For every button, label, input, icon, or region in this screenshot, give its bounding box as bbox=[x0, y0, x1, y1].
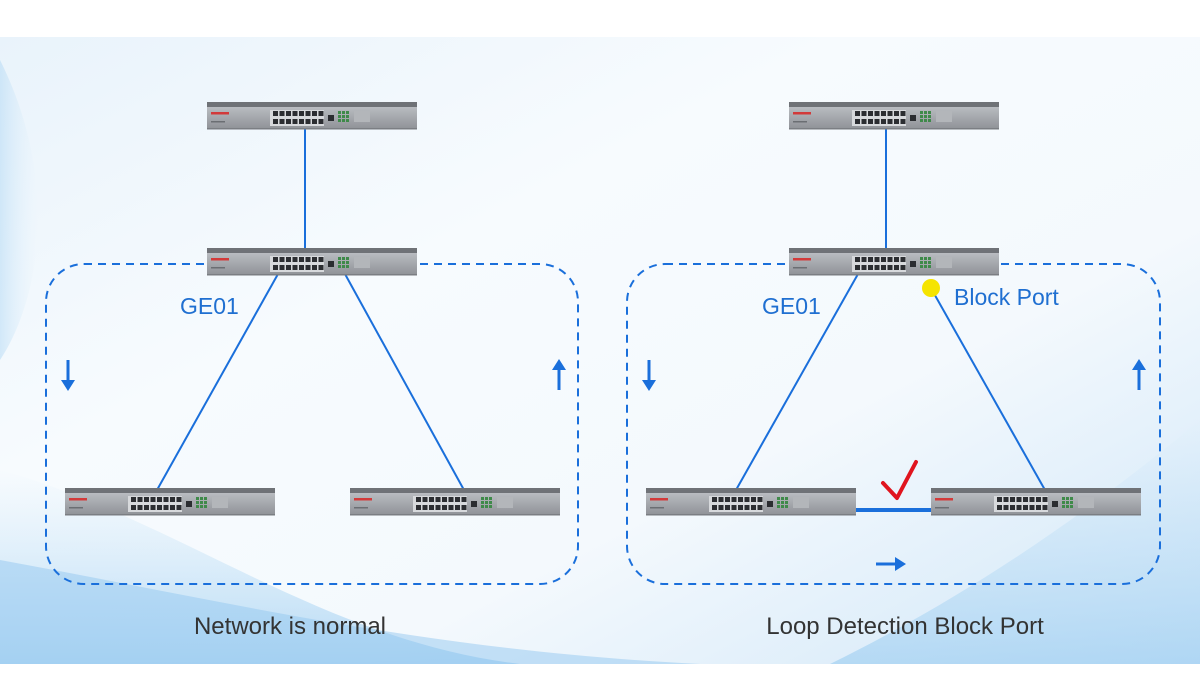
port-label: GE01 bbox=[762, 293, 821, 319]
core-switch bbox=[207, 102, 417, 130]
background-wave bbox=[0, 60, 38, 360]
background-wave bbox=[0, 560, 700, 664]
access-switch-right bbox=[931, 488, 1141, 516]
background-wave bbox=[830, 420, 1200, 664]
access-switch-right bbox=[350, 488, 560, 516]
access-switch-left bbox=[65, 488, 275, 516]
right-cable bbox=[931, 289, 1046, 491]
down-arrow-icon bbox=[61, 360, 75, 391]
aggregation-switch bbox=[207, 248, 417, 276]
aggregation-switch bbox=[789, 248, 999, 276]
up-arrow-icon bbox=[1132, 359, 1146, 390]
right-caption: Loop Detection Block Port bbox=[766, 613, 1044, 640]
port-label: GE01 bbox=[180, 293, 239, 319]
block-port-dot bbox=[922, 279, 940, 297]
up-arrow-icon bbox=[552, 359, 566, 390]
core-switch bbox=[789, 102, 999, 130]
check-icon bbox=[881, 460, 918, 500]
left-cable bbox=[735, 273, 859, 491]
block-port-label: Block Port bbox=[954, 284, 1059, 310]
left-cable bbox=[156, 273, 279, 491]
right-diagram: GE01 Block Port Loop Detection Block Por… bbox=[626, 102, 1161, 640]
right-cable bbox=[344, 273, 465, 491]
down-arrow-icon bbox=[642, 360, 656, 391]
access-switch-left bbox=[646, 488, 856, 516]
left-diagram: GE01 Network is normal bbox=[45, 102, 579, 640]
right-arrow-icon bbox=[876, 557, 906, 571]
left-caption: Network is normal bbox=[194, 613, 386, 640]
